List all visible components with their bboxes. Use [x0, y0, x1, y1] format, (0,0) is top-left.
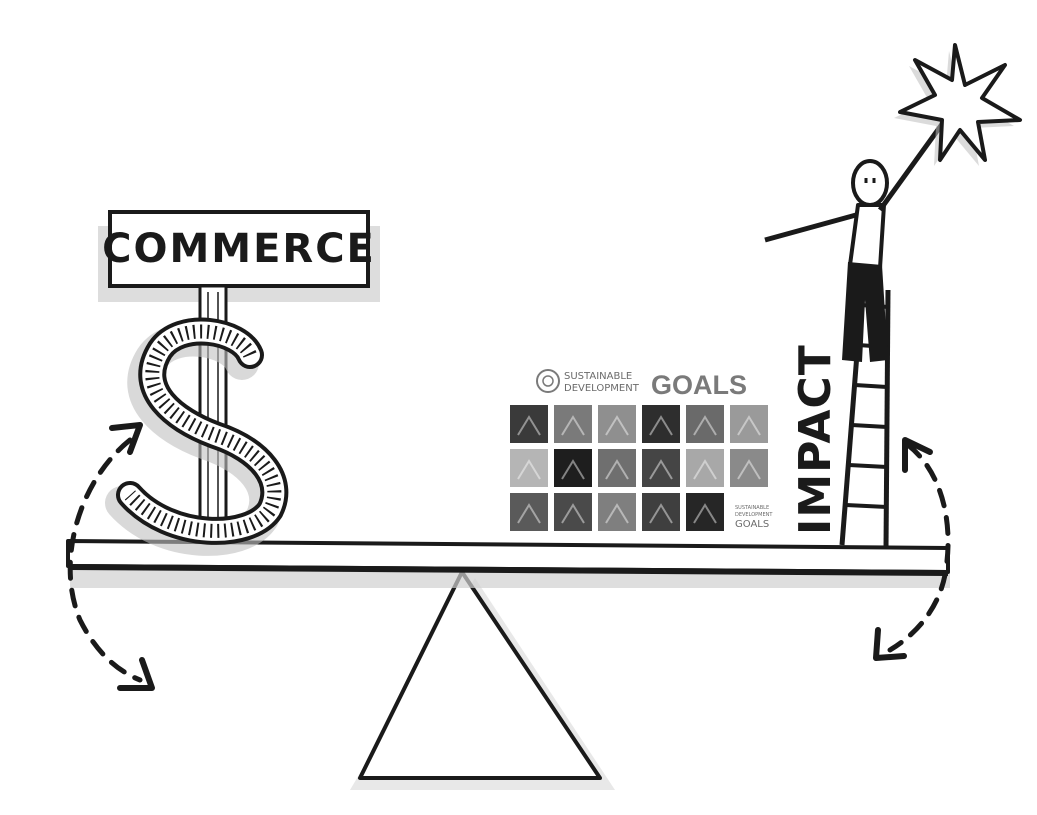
sdg-tile-glyph — [605, 415, 629, 436]
impact-label: IMPACT — [790, 344, 841, 535]
sdg-tile — [510, 449, 548, 487]
sdg-tile — [598, 493, 636, 531]
sdg-tile-glyph — [561, 503, 585, 524]
sdg-corner-line2: DEVELOPMENT — [735, 512, 773, 518]
sdg-tile-glyph — [693, 415, 717, 436]
sdg-tile — [730, 493, 768, 531]
sdg-goals-title: GOALS — [651, 370, 747, 400]
sdg-tile — [642, 493, 680, 531]
sdg-tile-glyph — [649, 459, 673, 480]
sdg-tile-glyph — [737, 459, 761, 480]
sdg-tile — [730, 405, 768, 443]
sdg-tile-glyph — [649, 415, 673, 436]
seesaw-plank — [66, 539, 950, 588]
sdg-line1: SUSTAINABLE — [564, 371, 632, 382]
sdg-tile — [554, 449, 592, 487]
curved-arrow-icon — [67, 422, 155, 691]
sdg-tile-glyph — [693, 503, 717, 524]
sdg-tile — [686, 449, 724, 487]
sdg-tile — [686, 405, 724, 443]
sdg-tile — [642, 449, 680, 487]
fulcrum — [350, 570, 615, 790]
sdg-tile — [686, 493, 724, 531]
sdg-tile-glyph — [605, 459, 629, 480]
sdg-tile-glyph — [737, 415, 761, 436]
sdg-tile-glyph — [517, 459, 541, 480]
sdg-tile — [510, 493, 548, 531]
sdg-corner-logo: SUSTAINABLE DEVELOPMENT GOALS — [735, 505, 773, 530]
sdg-corner-line1: SUSTAINABLE — [735, 505, 769, 511]
sdg-tile — [598, 449, 636, 487]
commerce-sign: COMMERCE — [98, 210, 380, 538]
sdg-logo: SUSTAINABLE DEVELOPMENT GOALS — [536, 369, 747, 400]
sdg-tile-glyph — [517, 503, 541, 524]
sdg-tile-glyph — [561, 415, 585, 436]
sdg-tile-glyph — [561, 459, 585, 480]
star-icon — [894, 43, 1022, 166]
sdg-tile — [642, 405, 680, 443]
sdg-tile-glyph — [605, 503, 629, 524]
sdg-tile-glyph — [693, 459, 717, 480]
sdg-tile — [554, 405, 592, 443]
sdg-tile — [598, 405, 636, 443]
sdg-tile-glyph — [517, 415, 541, 436]
sdg-tile — [510, 405, 548, 443]
curved-arrow-icon — [873, 437, 951, 661]
un-emblem-icon — [536, 369, 560, 393]
sdg-tile-grid — [510, 405, 768, 531]
sdg-corner-goals: GOALS — [735, 519, 769, 530]
sdg-tile — [730, 449, 768, 487]
sdg-tile — [554, 493, 592, 531]
sdg-tile-glyph — [649, 503, 673, 524]
dollar-sign-icon — [105, 317, 289, 556]
commerce-label: COMMERCE — [102, 226, 376, 272]
stick-figure — [764, 118, 948, 362]
sdg-line2: DEVELOPMENT — [564, 383, 640, 394]
